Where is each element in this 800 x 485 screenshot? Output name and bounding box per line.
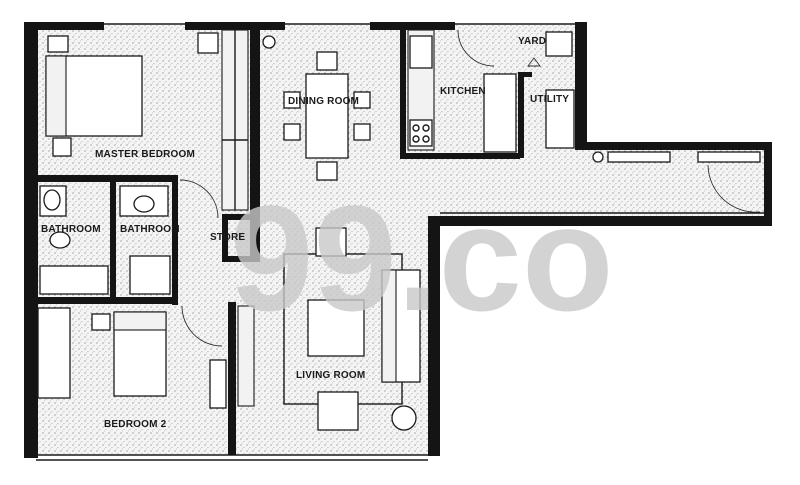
label-kitchen: KITCHEN [440, 86, 486, 97]
label-bathroom-2: BATHROOM [120, 224, 180, 235]
yard-utility-fixtures [527, 31, 575, 149]
label-bedroom-2: BEDROOM 2 [104, 419, 167, 430]
label-yard: YARD [518, 36, 546, 47]
watermark: 99.co [230, 174, 614, 342]
label-living-room: LIVING ROOM [296, 370, 365, 381]
living-room-furniture [237, 227, 421, 431]
outer-walls [24, 22, 772, 461]
balcony-fixtures [440, 151, 764, 214]
kitchen-counter [407, 29, 517, 153]
label-master-bedroom: MASTER BEDROOM [95, 149, 195, 160]
bedroom-2-furniture [37, 305, 227, 409]
bathroom-fixtures [39, 185, 171, 295]
room-labels: MASTER BEDROOM BATHROOM BATHROOM STORE B… [41, 36, 569, 430]
master-wardrobe [221, 29, 249, 211]
label-utility: UTILITY [530, 94, 569, 105]
interior-walls [36, 28, 532, 455]
label-store: STORE [210, 232, 245, 243]
dining-table [262, 35, 371, 181]
master-bed [45, 32, 219, 157]
label-dining-room: DINING ROOM [288, 96, 359, 107]
label-bathroom-1: BATHROOM [41, 224, 101, 235]
master-door-swing [179, 179, 219, 219]
